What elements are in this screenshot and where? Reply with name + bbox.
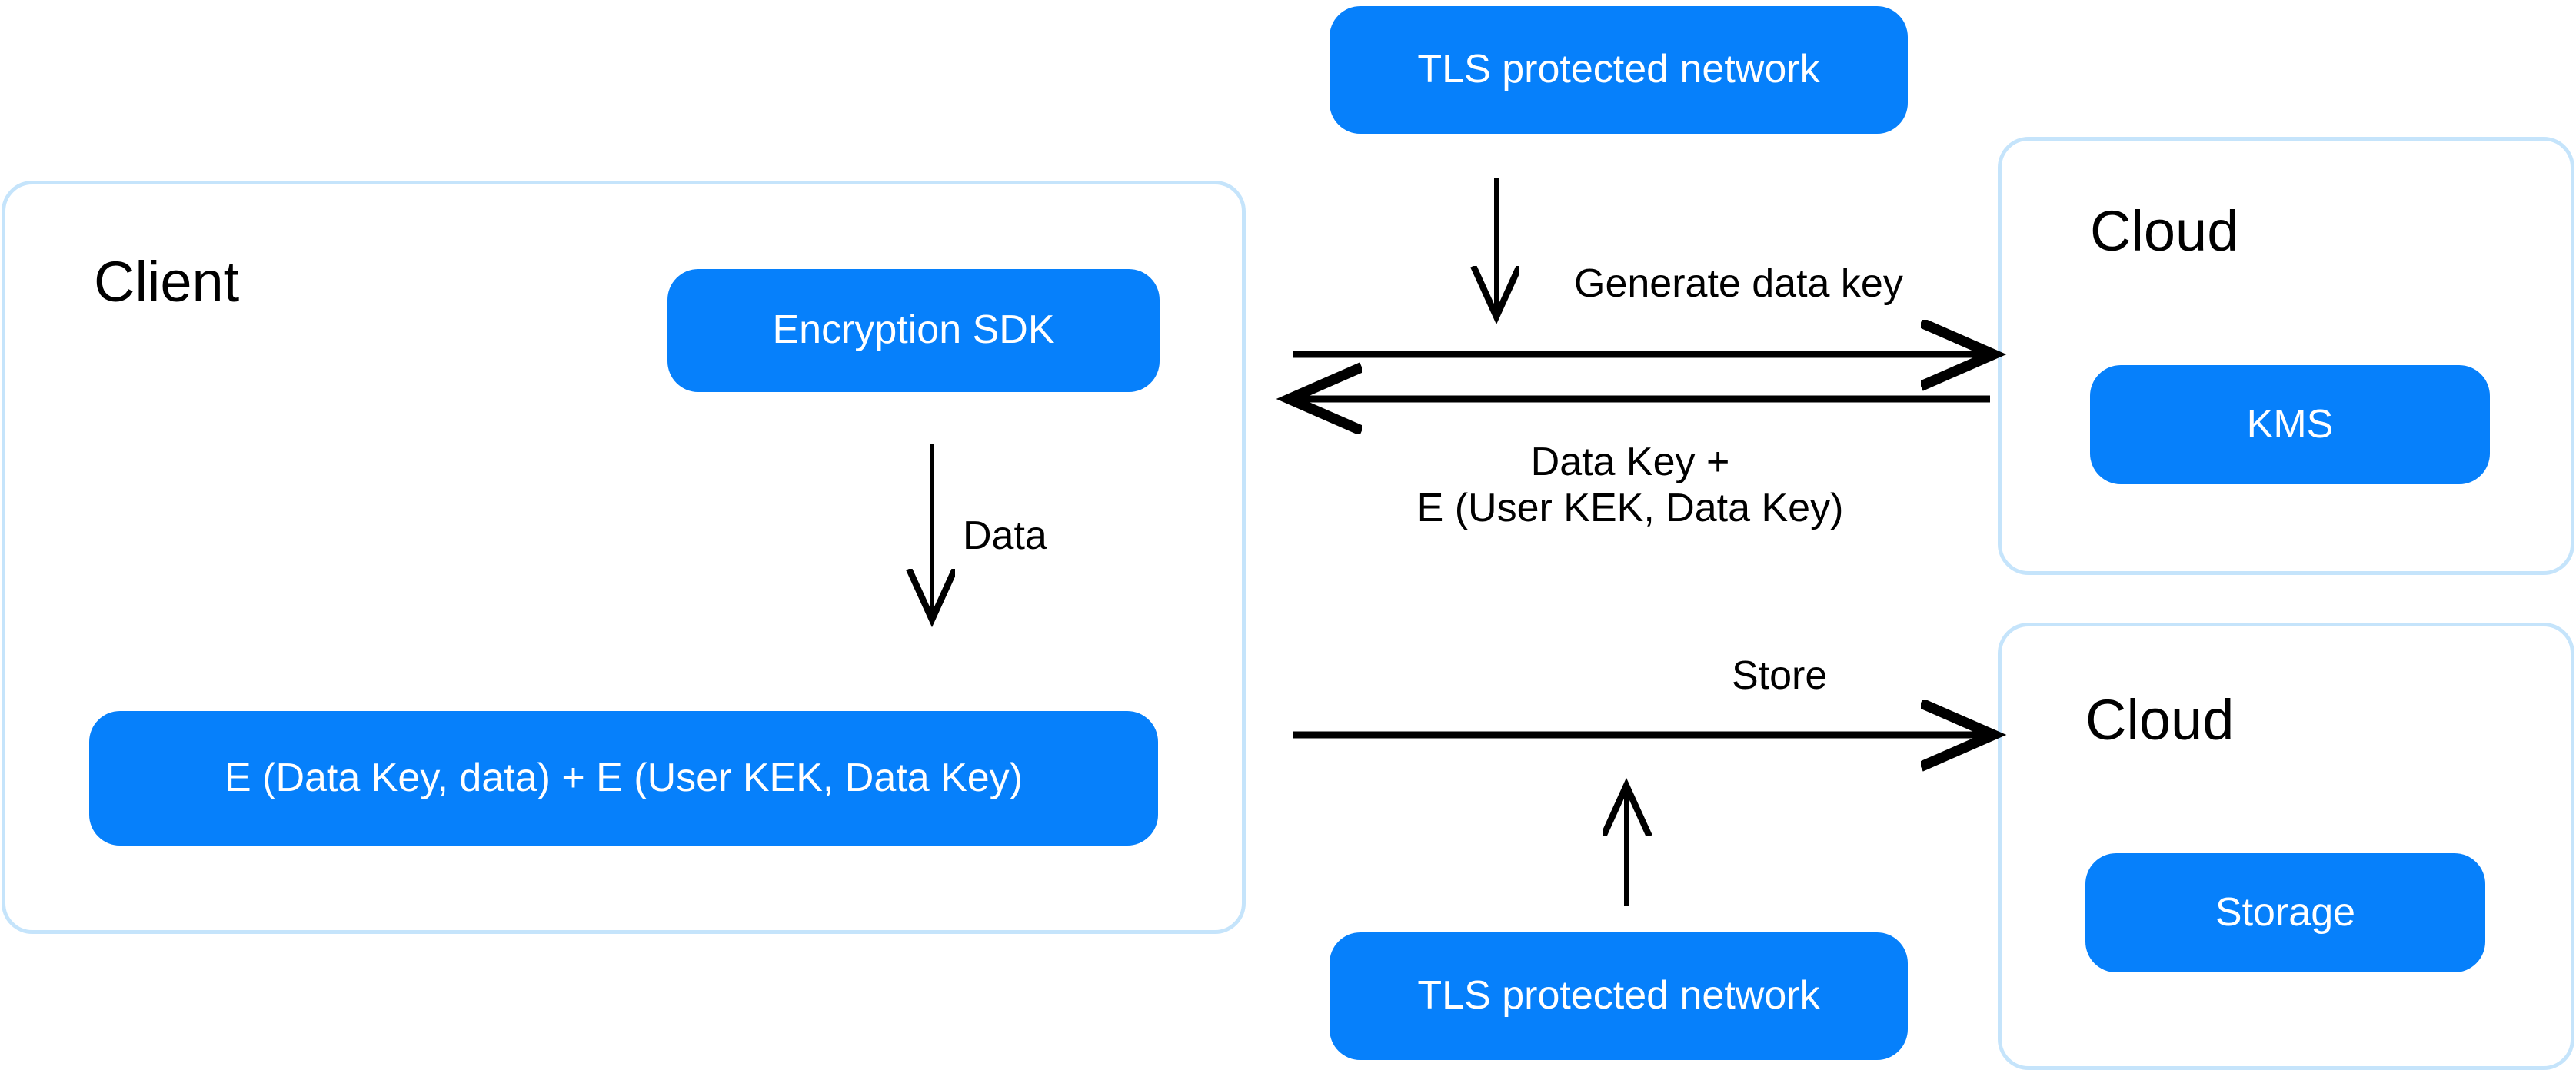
storage-label: Storage [2215, 889, 2356, 935]
cloud-kms-container [1998, 137, 2574, 575]
cloud-storage-title: Cloud [2085, 688, 2235, 752]
tls-protected-network-bottom-label: TLS protected network [1417, 973, 1820, 1018]
cloud-kms-title: Cloud [2090, 199, 2239, 263]
client-title: Client [94, 250, 240, 314]
tls-protected-network-top-label: TLS protected network [1417, 47, 1820, 92]
kms-node[interactable]: KMS [2090, 365, 2490, 484]
data-key-response-edge-label: Data Key + E (User KEK, Data Key) [1416, 440, 1844, 530]
encrypted-payload-node[interactable]: E (Data Key, data) + E (User KEK, Data K… [89, 711, 1158, 846]
cloud-storage-container [1998, 623, 2574, 1070]
tls-protected-network-top-node[interactable]: TLS protected network [1330, 6, 1908, 134]
store-edge-label: Store [1732, 653, 1828, 698]
tls-protected-network-bottom-node[interactable]: TLS protected network [1330, 932, 1908, 1060]
data-edge-label: Data [963, 513, 1047, 558]
kms-label: KMS [2246, 401, 2334, 447]
generate-data-key-edge-label: Generate data key [1574, 261, 1903, 306]
encryption-sdk-label: Encryption SDK [772, 307, 1055, 353]
encryption-sdk-node[interactable]: Encryption SDK [667, 269, 1160, 392]
encrypted-payload-label: E (Data Key, data) + E (User KEK, Data K… [225, 755, 1023, 800]
storage-node[interactable]: Storage [2085, 853, 2485, 972]
